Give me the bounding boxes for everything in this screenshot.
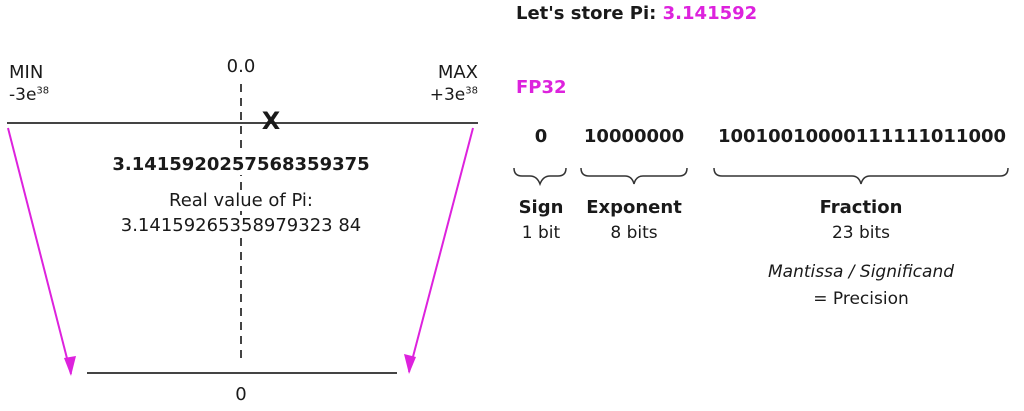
min-mantissa: -3e — [9, 85, 37, 105]
sign-size: 1 bit — [521, 223, 561, 243]
mantissa-note: Mantissa / Significand — [767, 262, 955, 282]
exponent-label: Exponent — [586, 197, 682, 218]
min-value: -3e38 — [9, 85, 49, 105]
fraction-brace — [713, 167, 1009, 185]
min-arrow — [7, 127, 72, 375]
zero-top-label: 0.0 — [226, 56, 256, 77]
max-exponent: 38 — [465, 85, 478, 97]
min-exponent: 38 — [36, 85, 50, 97]
max-arrowhead — [404, 354, 416, 374]
sign-bits: 0 — [534, 126, 548, 147]
format-label: FP32 — [516, 77, 567, 98]
exponent-brace — [580, 167, 688, 185]
min-arrowhead — [64, 356, 76, 376]
max-arrow — [408, 127, 474, 373]
header: Let's store Pi: 3.141592 — [516, 3, 757, 24]
pi-marker: X — [261, 107, 281, 135]
header-prefix: Let's store Pi: — [516, 3, 657, 24]
max-label: MAX — [437, 62, 478, 83]
header-pi-value: 3.141592 — [662, 3, 758, 24]
precision-note: = Precision — [813, 289, 909, 309]
fraction-bits: 10010010000111111011000 — [717, 126, 1007, 147]
fraction-label: Fraction — [819, 197, 903, 218]
max-mantissa: +3e — [429, 85, 466, 105]
min-label: MIN — [9, 62, 44, 83]
max-value: +3e38 — [430, 85, 478, 105]
zero-bottom-label: 0 — [235, 384, 247, 405]
fraction-size: 23 bits — [831, 223, 891, 243]
stored-value: 3.1415920257568359375 — [112, 154, 370, 175]
real-value-label: Real value of Pi: — [168, 190, 314, 211]
sign-brace — [513, 167, 567, 187]
exponent-bits: 10000000 — [583, 126, 685, 147]
exponent-size: 8 bits — [610, 223, 658, 243]
sign-label: Sign — [518, 197, 564, 218]
real-value: 3.14159265358979323 84 — [120, 215, 362, 236]
